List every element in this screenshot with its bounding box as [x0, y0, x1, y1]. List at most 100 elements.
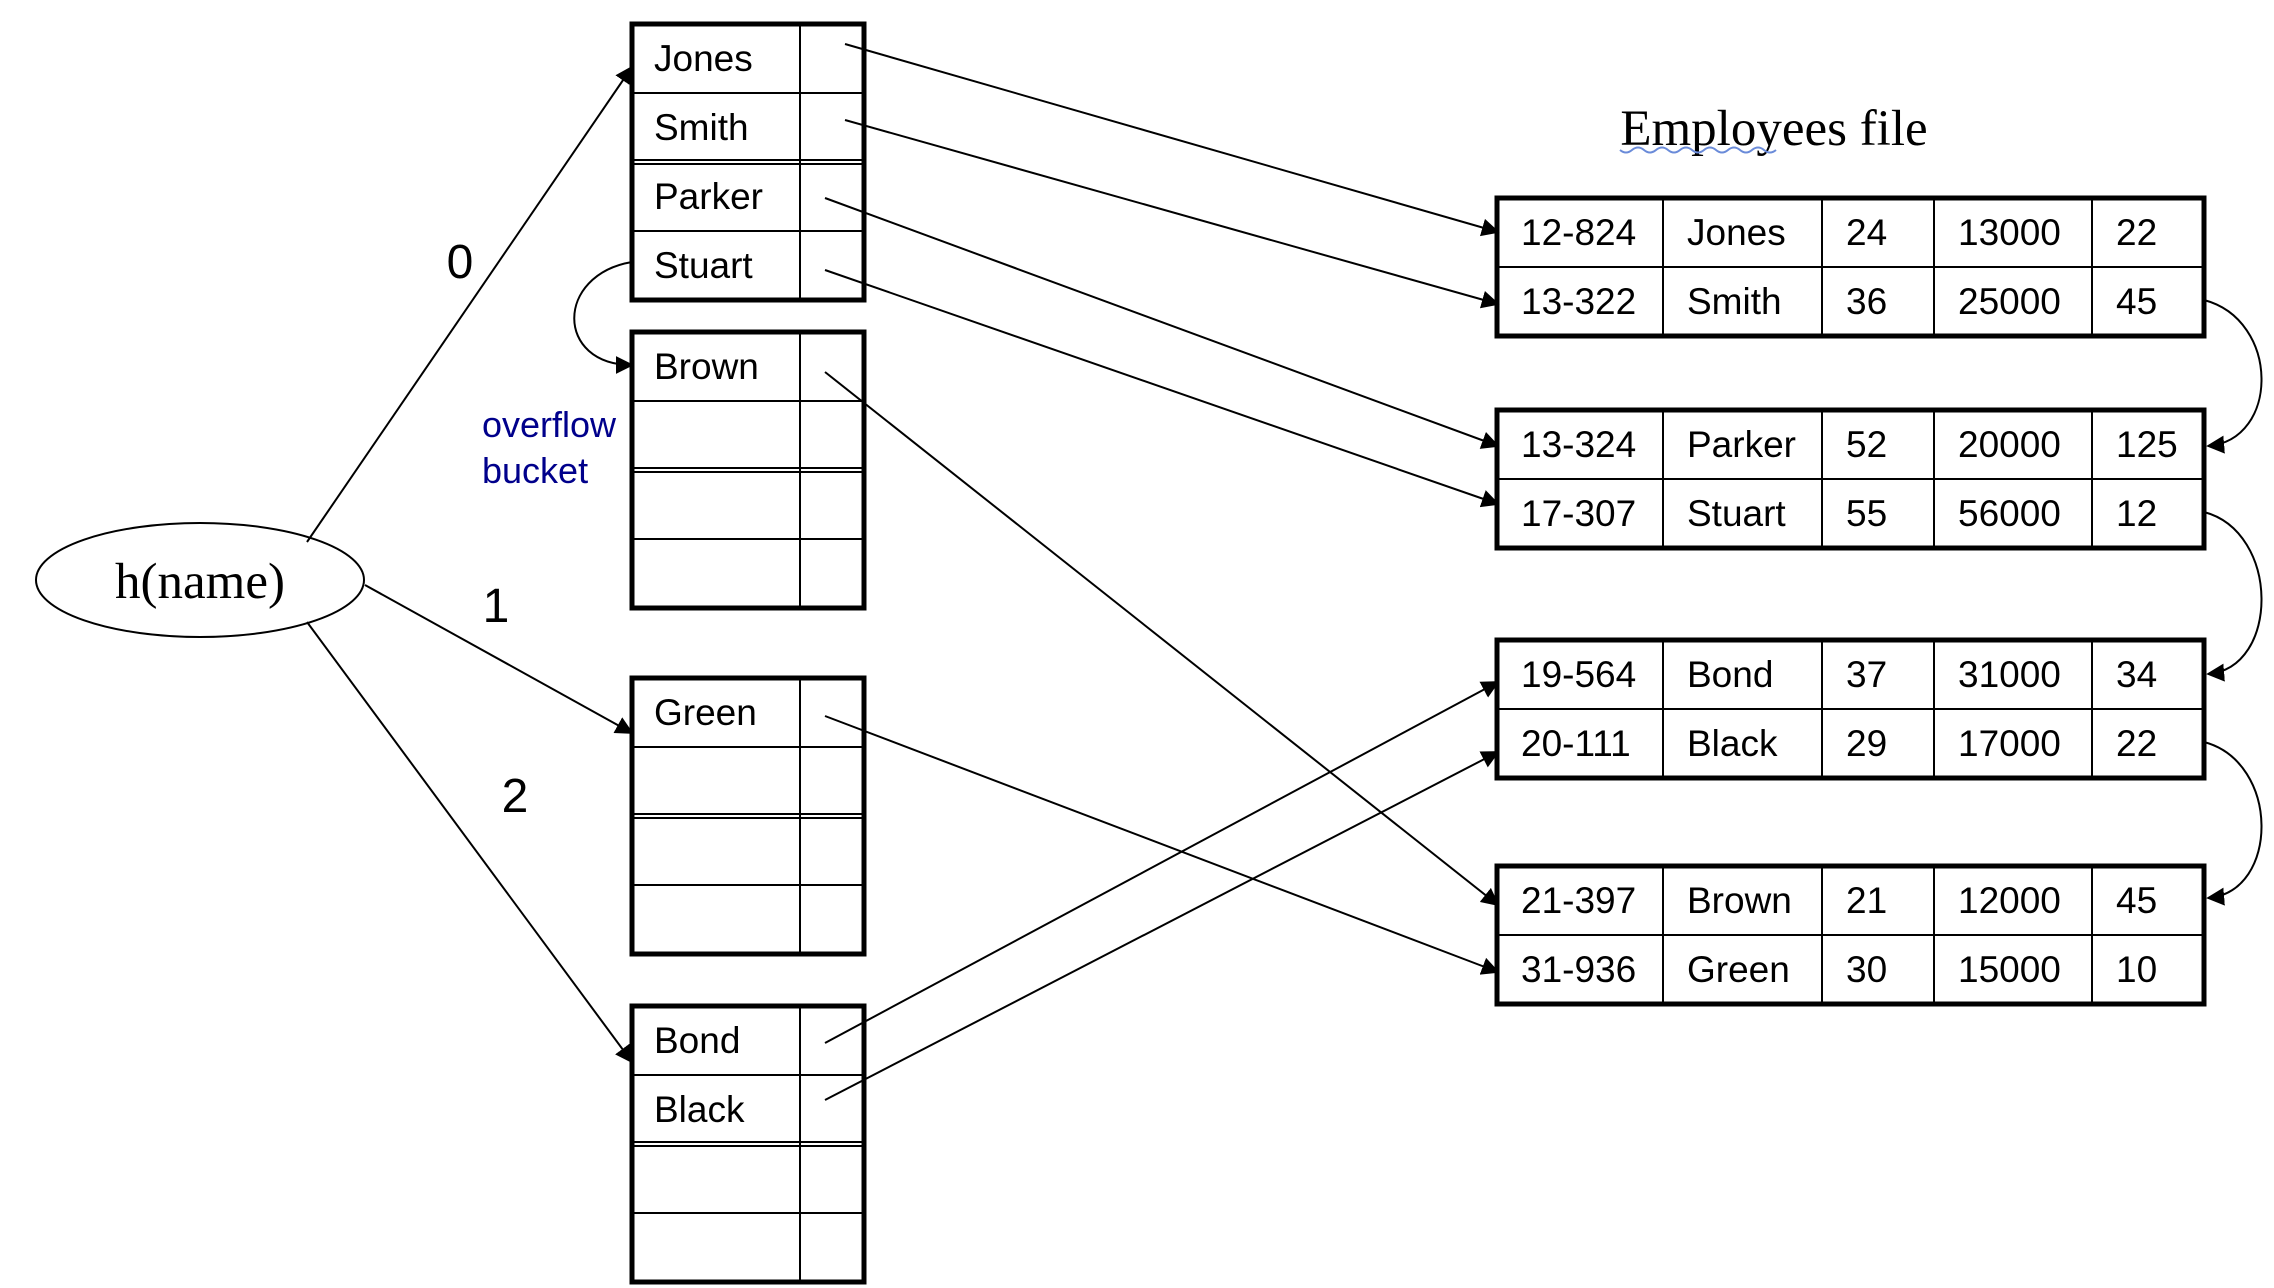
block-chain-arrows [2203, 299, 2263, 906]
record-field: Jones [1687, 212, 1786, 253]
record-field: 13-324 [1521, 424, 1636, 465]
bucket-overflow: Brown [629, 329, 867, 611]
bucket-frame [629, 329, 867, 611]
pointer-smith [844, 119, 1500, 309]
record-field: 15000 [1958, 949, 2061, 990]
record-field: 29 [1846, 723, 1887, 764]
pointer-green [824, 715, 1500, 975]
bucket-entry-name: Brown [654, 346, 759, 387]
pointer-brown [824, 371, 1500, 907]
employee-record: 12-824 Jones 24 13000 22 [1521, 212, 2157, 253]
record-field: Parker [1687, 424, 1796, 465]
branch-label-0: 0 [447, 236, 474, 289]
record-field: Brown [1687, 880, 1792, 921]
spellcheck-underline [1619, 146, 1777, 154]
chain-block-1-to-2 [2203, 299, 2263, 454]
record-field: 21 [1846, 880, 1887, 921]
record-field: 24 [1846, 212, 1887, 253]
bucket-entry-name: Parker [654, 176, 763, 217]
employee-block-3: 19-564 Bond 37 31000 34 20-111 Black 29 17000 22 [1494, 637, 2207, 781]
record-field: 13-322 [1521, 281, 1636, 322]
record-field: Stuart [1687, 493, 1786, 534]
record-field: 20-111 [1521, 723, 1631, 764]
overflow-bucket-label: overflow bucket [482, 404, 617, 491]
pointer-jones [844, 43, 1500, 237]
bucket-entry-name: Green [654, 692, 757, 733]
branch-label-1: 1 [483, 580, 510, 633]
record-field: 31-936 [1521, 949, 1636, 990]
chain-block-2-to-3 [2203, 511, 2263, 682]
record-field: 22 [2116, 212, 2157, 253]
hash-function-label: h(name) [115, 554, 285, 610]
record-field: 19-564 [1521, 654, 1636, 695]
employee-block-4: 21-397 Brown 21 12000 45 31-936 Green 30 15000 10 [1494, 863, 2207, 1007]
record-field: 45 [2116, 281, 2157, 322]
employee-record: 17-307 Stuart 55 56000 12 [1521, 493, 2157, 534]
branch-0-line [306, 65, 634, 543]
chain-block-3-to-4 [2203, 741, 2263, 906]
employee-record: 31-936 Green 30 15000 10 [1521, 949, 2157, 990]
bucket-entry-name: Bond [654, 1020, 740, 1061]
record-field: 12 [2116, 493, 2157, 534]
record-field: 52 [1846, 424, 1887, 465]
record-field: 13000 [1958, 212, 2061, 253]
bucket-bucket-1: Green [629, 675, 867, 957]
file-title: Employees file [1620, 101, 1927, 157]
record-field: 36 [1846, 281, 1887, 322]
bucket-frame [629, 1003, 867, 1285]
pointer-stuart [824, 269, 1500, 508]
branch-label-2: 2 [502, 770, 529, 823]
employee-block-2: 13-324 Parker 52 20000 125 17-307 Stuart 55 5600… [1494, 407, 2207, 551]
record-field: 37 [1846, 654, 1887, 695]
record-pointers [824, 43, 1500, 1101]
pointer-black [824, 751, 1500, 1101]
bucket-entry-name: Black [654, 1089, 745, 1130]
record-field: Smith [1687, 281, 1782, 322]
employee-record: 19-564 Bond 37 31000 34 [1521, 654, 2157, 695]
record-field: 10 [2116, 949, 2157, 990]
record-field: 12000 [1958, 880, 2061, 921]
record-field: Black [1687, 723, 1778, 764]
record-field: 17-307 [1521, 493, 1636, 534]
hash-branches: 0 1 2 [306, 65, 634, 1064]
svg-text:overflow: overflow [482, 404, 617, 445]
branch-2-line [306, 621, 634, 1064]
bucket-entry-name: Stuart [654, 245, 753, 286]
record-field: 31000 [1958, 654, 2061, 695]
record-field: 21-397 [1521, 880, 1636, 921]
record-field: 55 [1846, 493, 1887, 534]
record-field: 12-824 [1521, 212, 1636, 253]
bucket-entry-name: Smith [654, 107, 749, 148]
record-field: 30 [1846, 949, 1887, 990]
employee-blocks: 12-824 Jones 24 13000 22 13-322 Smith 36 25000 45… [1494, 195, 2207, 1007]
record-field: 56000 [1958, 493, 2061, 534]
record-field: 22 [2116, 723, 2157, 764]
employee-record: 21-397 Brown 21 12000 45 [1521, 880, 2157, 921]
employee-record: 20-111 Black 29 17000 22 [1521, 723, 2157, 764]
record-field: 25000 [1958, 281, 2061, 322]
svg-text:bucket: bucket [482, 450, 588, 491]
employee-block-1: 12-824 Jones 24 13000 22 13-322 Smith 36 25000 45 [1494, 195, 2207, 339]
record-field: 34 [2116, 654, 2157, 695]
record-field: 17000 [1958, 723, 2061, 764]
overflow-chain-arrow [573, 261, 634, 374]
record-field: 125 [2116, 424, 2178, 465]
pointer-bond [824, 681, 1500, 1044]
pointer-parker [824, 197, 1500, 449]
record-field: 45 [2116, 880, 2157, 921]
bucket-frame [629, 21, 867, 303]
branch-1-line [364, 584, 634, 734]
employee-record: 13-324 Parker 52 20000 125 [1521, 424, 2178, 465]
hash-function-node: h(name) [35, 522, 365, 638]
record-field: Bond [1687, 654, 1773, 695]
record-field: Green [1687, 949, 1790, 990]
employees-file-title: Employees file [1619, 101, 1928, 157]
employee-record: 13-322 Smith 36 25000 45 [1521, 281, 2157, 322]
bucket-entry-name: Jones [654, 38, 753, 79]
bucket-frame [629, 675, 867, 957]
buckets: JonesSmithParkerStuartBrownGreenBondBlac… [629, 21, 867, 1285]
record-field: 20000 [1958, 424, 2061, 465]
